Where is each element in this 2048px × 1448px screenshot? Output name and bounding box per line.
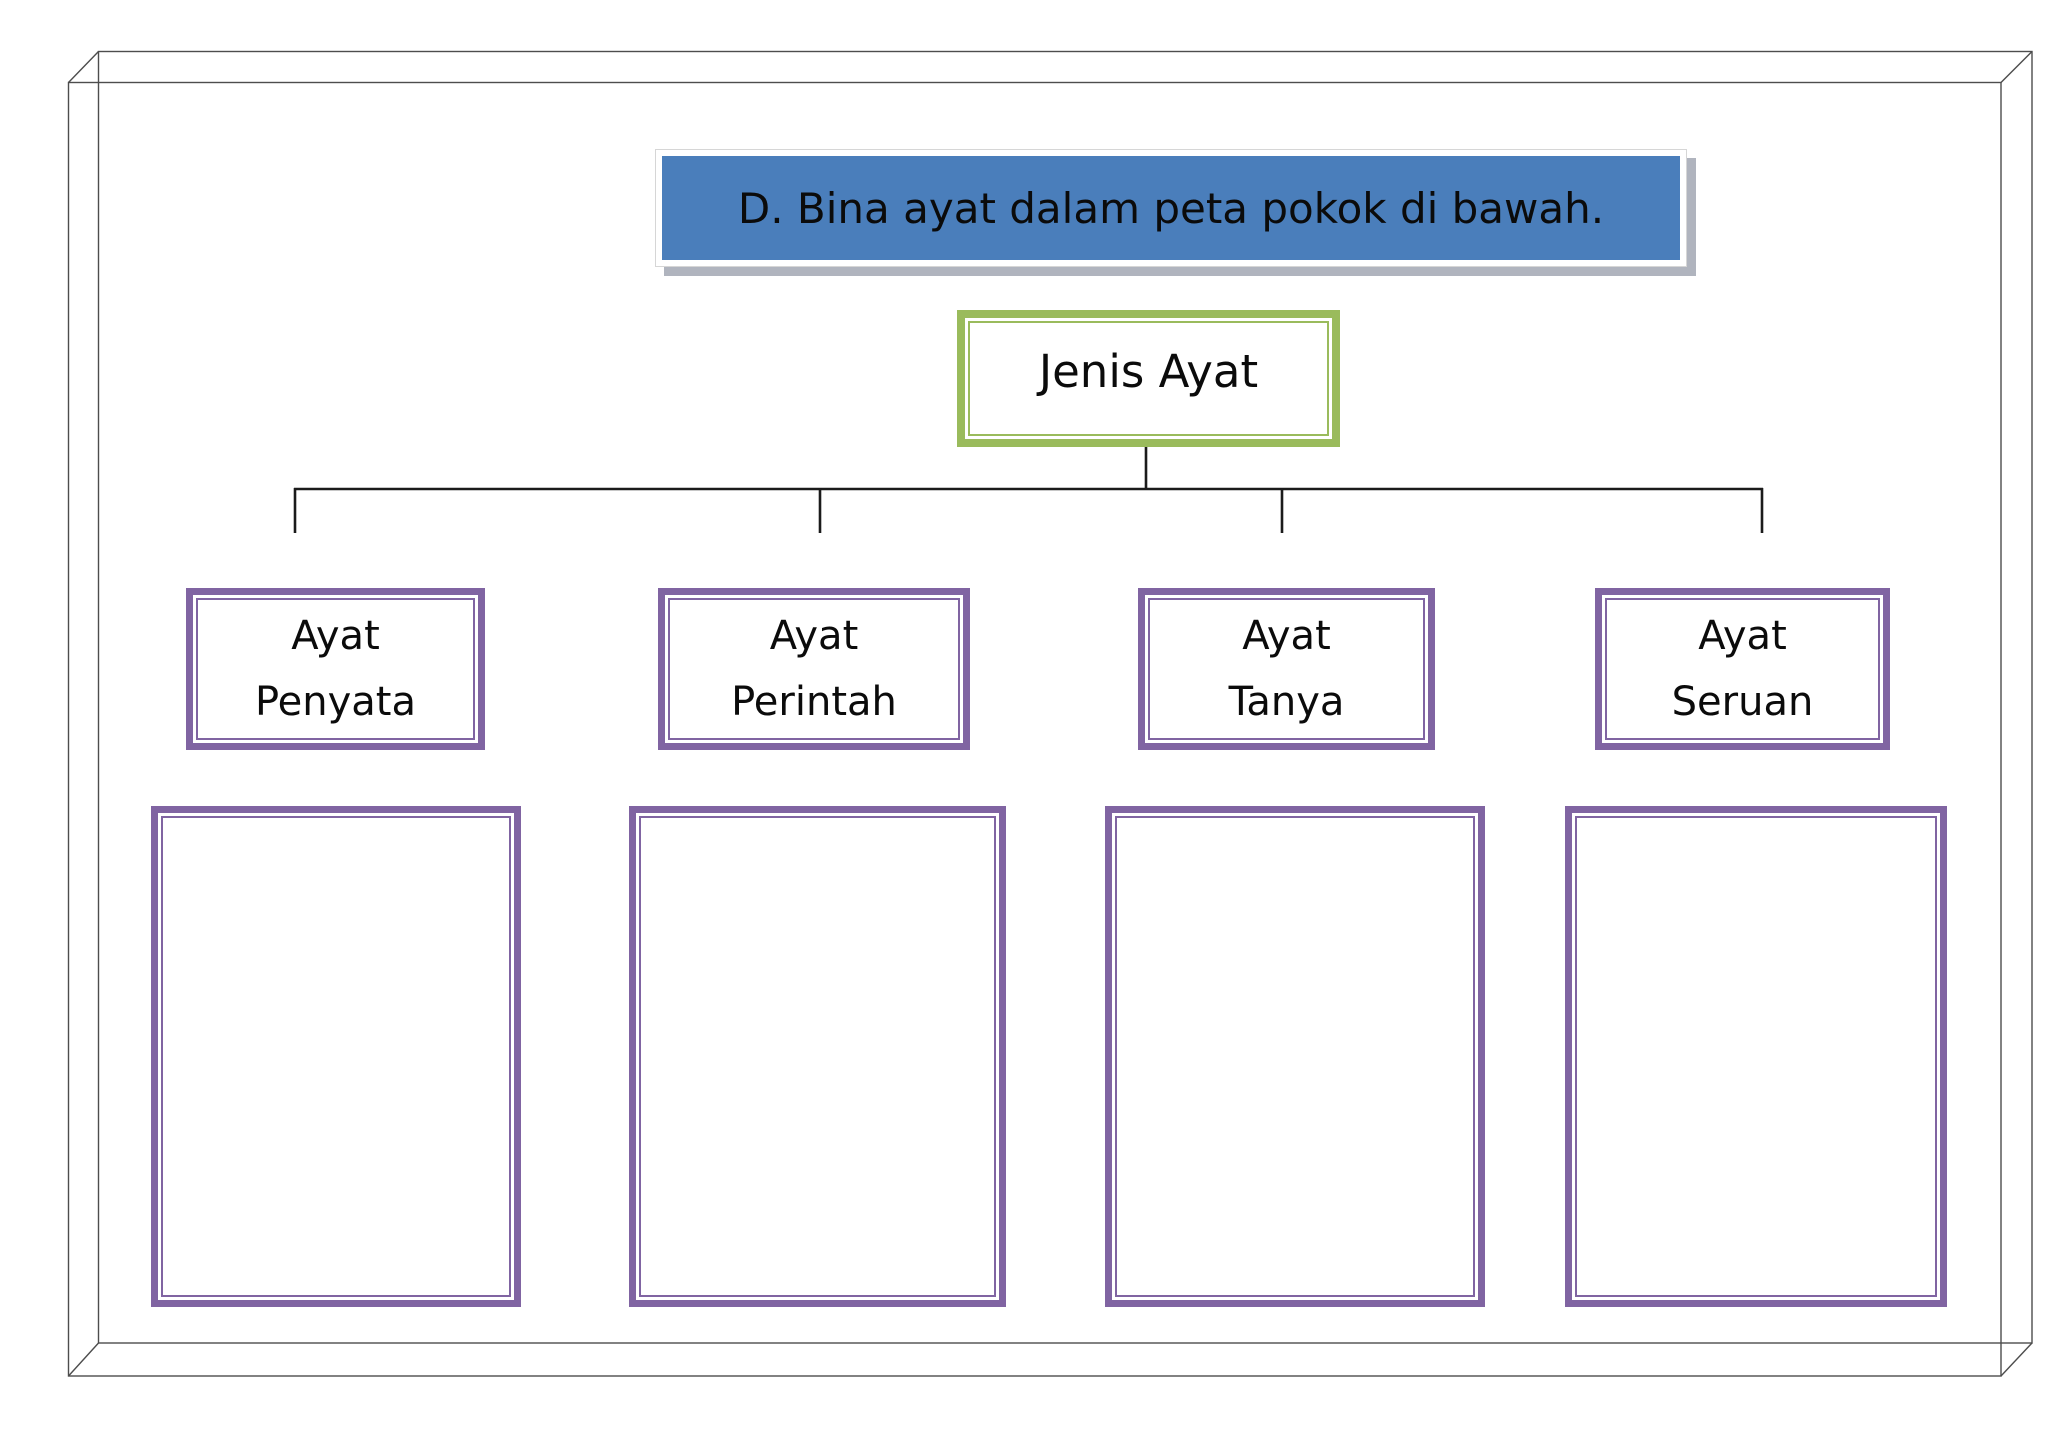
branch-label-line2: Perintah xyxy=(731,679,897,725)
frame-corner-bottom-right xyxy=(2000,1342,2033,1377)
branch-label-line1: Ayat xyxy=(1698,613,1787,659)
branch-label-line1: Ayat xyxy=(291,613,380,659)
instruction-text: D. Bina ayat dalam peta pokok di bawah. xyxy=(737,183,1605,233)
answer-box-ayat-penyata[interactable] xyxy=(151,806,521,1307)
branch-box-ayat-penyata: Ayat Penyata xyxy=(186,588,485,750)
branch-label-line1: Ayat xyxy=(1242,613,1331,659)
branch-box-ayat-perintah: Ayat Perintah xyxy=(658,588,970,750)
root-node-label: Jenis Ayat xyxy=(1038,345,1259,398)
frame-corner-bottom-left xyxy=(67,1342,100,1377)
branch-box-ayat-seruan: Ayat Seruan xyxy=(1595,588,1890,750)
frame-corner-top-right xyxy=(2000,51,2033,83)
answer-box-ayat-perintah[interactable] xyxy=(629,806,1006,1307)
instruction-title-bar: D. Bina ayat dalam peta pokok di bawah. xyxy=(655,149,1687,267)
answer-box-ayat-tanya[interactable] xyxy=(1105,806,1485,1307)
root-node-jenis-ayat: Jenis Ayat xyxy=(957,310,1340,447)
answer-box-ayat-seruan[interactable] xyxy=(1565,806,1947,1307)
branch-label-line2: Tanya xyxy=(1228,679,1345,725)
instruction-title-fill: D. Bina ayat dalam peta pokok di bawah. xyxy=(662,156,1680,260)
branch-box-ayat-tanya: Ayat Tanya xyxy=(1138,588,1435,750)
branch-label-line2: Seruan xyxy=(1671,679,1814,725)
branch-label-line1: Ayat xyxy=(769,613,859,659)
branch-label-line2: Penyata xyxy=(254,679,417,725)
frame-corner-top-left xyxy=(67,51,100,83)
